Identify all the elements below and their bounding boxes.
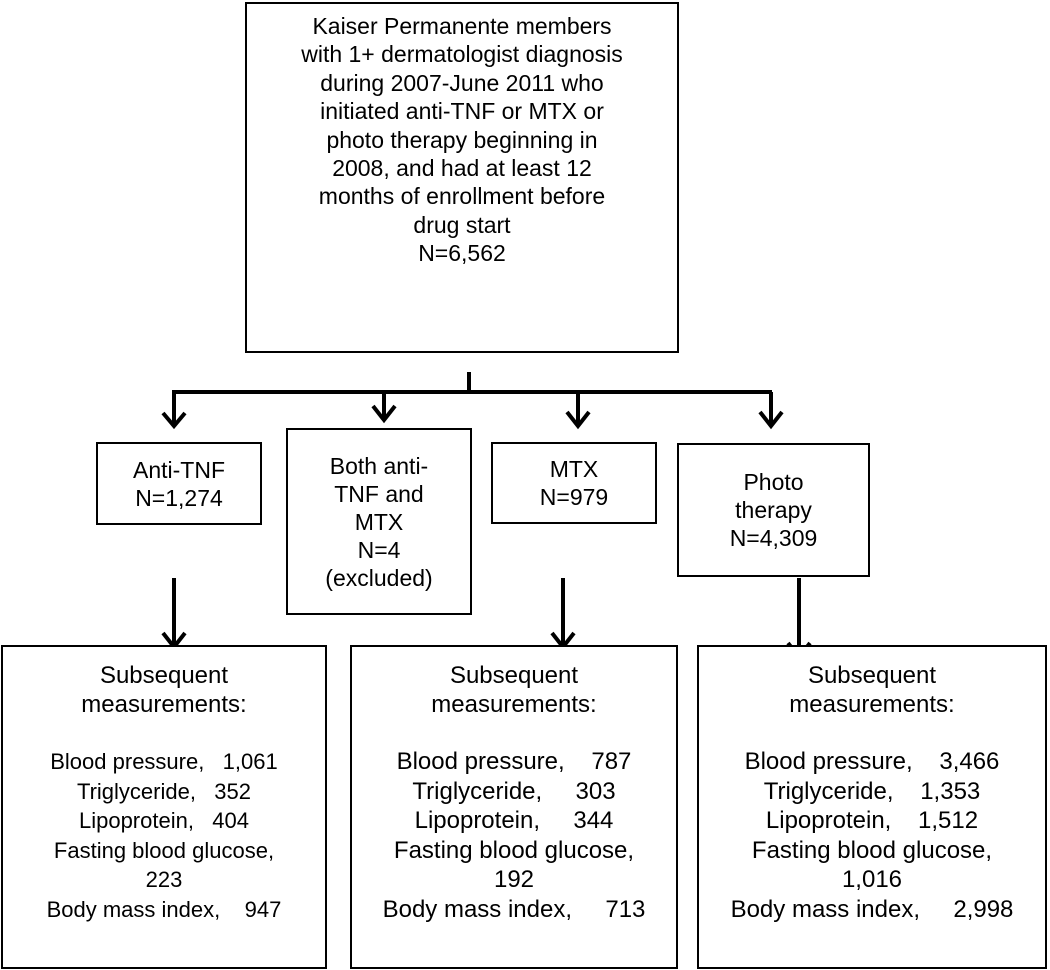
group-label: MTX: [354, 508, 404, 535]
root-line: 2008, and had at least 12: [332, 155, 592, 182]
measurements-box-mtx: Subsequent measurements: Blood pressure,…: [350, 645, 678, 969]
group-box-photo-therapy: Photo therapy N=4,309: [677, 443, 870, 577]
group-count: N=1,274: [135, 484, 223, 511]
arrowhead-both: [371, 404, 397, 424]
group-count: N=4,309: [729, 525, 818, 551]
group-box-both-excluded: Both anti- TNF and MTX N=4 (excluded): [286, 428, 472, 615]
measurement-item: Triglyceride, 303: [412, 777, 616, 805]
heading-line: Subsequent: [449, 662, 579, 689]
measurement-item: Body mass index, 947: [46, 896, 282, 922]
root-line: initiated anti-TNF or MTX or: [320, 98, 604, 125]
measurement-item: Lipoprotein, 404: [78, 808, 249, 833]
measurement-item: Blood pressure, 3,466: [744, 748, 1000, 775]
measurements-list: Blood pressure, 1,061 Triglyceride, 352 …: [47, 747, 282, 924]
heading-line: Subsequent: [807, 662, 937, 689]
measurement-item: 1,016: [841, 866, 903, 893]
group-label: Both anti-: [329, 452, 429, 479]
group-box-anti-tnf: Anti-TNF N=1,274: [96, 442, 262, 525]
group-box-mtx: MTX N=979: [491, 442, 657, 524]
root-line: months of enrollment before: [318, 183, 606, 210]
measurements-box-photo-therapy: Subsequent measurements: Blood pressure,…: [697, 645, 1047, 969]
group-count: N=979: [539, 484, 609, 510]
measurement-item: Triglyceride, 352: [76, 778, 252, 804]
heading-line: Subsequent: [99, 662, 229, 689]
group-label: MTX: [549, 456, 599, 482]
arrowhead-antitnf: [161, 411, 187, 430]
root-line: during 2007-June 2011 who: [320, 69, 604, 96]
group-label: Anti-TNF: [133, 456, 225, 483]
heading-line: measurements:: [81, 691, 247, 718]
measurement-item: Fasting blood glucose,: [751, 836, 993, 864]
group-label: Photo: [743, 469, 804, 495]
measurement-item: Body mass index, 713: [382, 895, 646, 923]
measurement-item: Blood pressure, 1,061: [50, 749, 278, 774]
heading-line: measurements:: [789, 691, 955, 718]
cohort-root-box: Kaiser Permanente members with 1+ dermat…: [245, 2, 679, 353]
measurements-heading: Subsequent measurements:: [81, 661, 246, 719]
group-label: TNF and: [334, 480, 424, 507]
group-note: (excluded): [325, 564, 433, 591]
measurement-item: 223: [145, 867, 183, 892]
measurements-list: Blood pressure, 3,466 Triglyceride, 1,35…: [731, 747, 1014, 924]
measurement-item: 192: [493, 866, 535, 893]
root-line: Kaiser Permanente members: [312, 13, 612, 39]
measurement-item: Triglyceride, 1,353: [763, 777, 981, 805]
measurement-item: Blood pressure, 787: [396, 748, 632, 775]
measurements-list: Blood pressure, 787 Triglyceride, 303 Li…: [383, 747, 646, 924]
measurement-item: Fasting blood glucose,: [53, 837, 275, 863]
measurements-heading: Subsequent measurements:: [431, 661, 596, 719]
root-line: with 1+ dermatologist diagnosis: [301, 41, 623, 68]
arrowhead-mtx: [565, 410, 591, 430]
measurement-item: Body mass index, 2,998: [730, 895, 1014, 923]
measurements-heading: Subsequent measurements:: [789, 661, 954, 719]
measurement-item: Lipoprotein, 344: [414, 807, 614, 834]
root-line: photo therapy beginning in: [326, 126, 598, 153]
heading-line: measurements:: [431, 691, 597, 718]
measurement-item: Lipoprotein, 1,512: [765, 807, 979, 834]
arrowhead-photo: [758, 410, 784, 430]
measurements-box-anti-tnf: Subsequent measurements: Blood pressure,…: [1, 645, 327, 969]
group-count: N=4: [357, 536, 401, 563]
root-line: drug start: [413, 211, 511, 238]
root-count: N=6,562: [418, 240, 506, 267]
group-label: therapy: [735, 497, 812, 523]
measurement-item: Fasting blood glucose,: [393, 836, 635, 864]
